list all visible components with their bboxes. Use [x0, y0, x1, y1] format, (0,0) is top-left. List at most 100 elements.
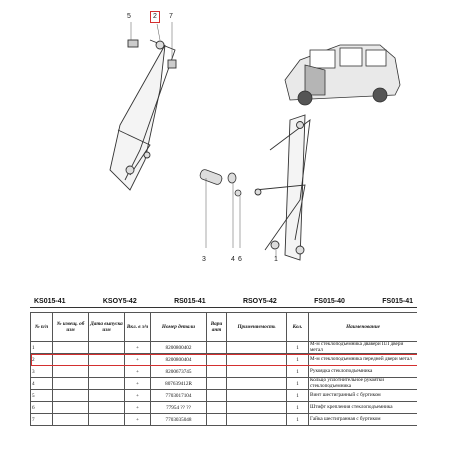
- part-number-cell: 8200800402: [150, 341, 207, 354]
- row-number: 4: [30, 377, 53, 390]
- name-cell: Гайка шестигранная с буртиком: [308, 413, 417, 426]
- col-header-date: Дата выпуска изм: [88, 312, 125, 342]
- table-row[interactable]: 6 + 77954 ?? ?? 1 Штифт крепления стекло…: [30, 401, 417, 414]
- callout-4: 4: [231, 256, 235, 263]
- model-code: FS015-40: [314, 298, 345, 305]
- callout-6: 6: [238, 256, 242, 263]
- row-number: 5: [30, 389, 53, 402]
- callout-2-highlighted: 2: [150, 11, 160, 23]
- variant-cell: [206, 377, 227, 390]
- car-illustration: [284, 44, 401, 106]
- applicability-cell: [226, 389, 287, 402]
- notice-cell: [52, 377, 89, 390]
- date-cell: [88, 401, 125, 414]
- part-number-cell: 807639412R: [150, 377, 207, 390]
- left-regulator: [109, 39, 177, 191]
- variant-cell: [206, 401, 227, 414]
- variant-cell: [206, 365, 227, 378]
- variant-cell: [206, 341, 227, 354]
- spare-cell: +: [124, 389, 151, 402]
- callout-3: 3: [202, 256, 206, 263]
- spare-cell: +: [124, 365, 151, 378]
- callout-1: 1: [274, 256, 278, 263]
- part-number-cell: 8200800404: [150, 353, 207, 366]
- applicability-cell: [226, 401, 287, 414]
- model-code: FS015-41: [382, 298, 413, 305]
- col-header-number: № п/п: [30, 312, 53, 342]
- row-number: 6: [30, 401, 53, 414]
- model-code: KSOY5-42: [102, 298, 137, 305]
- qty-cell: 1: [286, 401, 309, 414]
- col-header-part-number: Номер детали: [150, 312, 207, 342]
- table-row[interactable]: 3 + 8200673745 1 Рукоядка стеклоподъемни…: [30, 365, 417, 378]
- col-header-name: Наименование: [308, 312, 417, 342]
- spare-cell: +: [124, 353, 151, 366]
- applicability-cell: [226, 413, 287, 426]
- col-header-qty: Кол.: [286, 312, 309, 342]
- parts-table-section: KS015-41 KSOY5-42 RS015-41 RSOY5-42 FS01…: [30, 297, 417, 450]
- qty-cell: 1: [286, 353, 309, 366]
- notice-cell: [52, 389, 89, 402]
- name-cell: Кольцо уплотнительное рукоятки стеклопод…: [308, 377, 417, 390]
- notice-cell: [52, 341, 89, 354]
- part-number-cell: 77954 ?? ??: [150, 401, 207, 414]
- handle-parts: [199, 169, 242, 197]
- part-number-cell: 7703035048: [150, 413, 207, 426]
- row-number: 2: [30, 353, 53, 366]
- name-cell: М-м стеклоподъемника передней двери мета…: [308, 353, 417, 366]
- qty-cell: 1: [286, 365, 309, 378]
- model-code: RS015-41: [174, 298, 206, 305]
- applicability-cell: [226, 365, 287, 378]
- model-codes-row: KS015-41 KSOY5-42 RS015-41 RSOY5-42 FS01…: [30, 297, 417, 308]
- spare-cell: +: [124, 401, 151, 414]
- notice-cell: [52, 401, 89, 414]
- parts-diagram: 5 2 7 3 4 6 1: [109, 11, 401, 263]
- qty-cell: 1: [286, 341, 309, 354]
- col-header-variant: Вари ант: [206, 312, 227, 342]
- qty-cell: 1: [286, 389, 309, 402]
- applicability-cell: [226, 341, 287, 354]
- callout-7: 7: [169, 13, 173, 20]
- model-code: RSOY5-42: [242, 298, 277, 305]
- spare-cell: +: [124, 413, 151, 426]
- table-row-highlighted[interactable]: 2 + 8200800404 1 М-м стеклоподъемника пе…: [30, 353, 417, 366]
- notice-cell: [52, 365, 89, 378]
- notice-cell: [52, 353, 89, 366]
- callout-5: 5: [127, 13, 131, 20]
- spare-cell: +: [124, 377, 151, 390]
- table-row[interactable]: 4 + 807639412R 1 Кольцо уплотнительное р…: [30, 377, 417, 390]
- date-cell: [88, 353, 125, 366]
- row-number: 3: [30, 365, 53, 378]
- date-cell: [88, 413, 125, 426]
- table-row[interactable]: 1 + 8200800402 1 М-м стеклоподъемника дв…: [30, 341, 417, 354]
- name-cell: М-м стеклоподъемника двавери ПЛ двери ме…: [308, 341, 417, 354]
- variant-cell: [206, 389, 227, 402]
- col-header-notice: № извещ. об изм: [52, 312, 89, 342]
- date-cell: [88, 365, 125, 378]
- date-cell: [88, 389, 125, 402]
- name-cell: Штифт крепления стеклоподъемника: [308, 401, 417, 414]
- date-cell: [88, 341, 125, 354]
- qty-cell: 1: [286, 413, 309, 426]
- model-code: KS015-41: [34, 298, 66, 305]
- row-number: 7: [30, 413, 53, 426]
- col-header-spare: Вкл. в з/ч: [124, 312, 151, 342]
- row-number: 1: [30, 341, 53, 354]
- table-row[interactable]: 7 + 7703035048 1 Гайка шестигранная с бу…: [30, 413, 417, 426]
- parts-table: № п/п № извещ. об изм Дата выпуска изм В…: [30, 312, 417, 426]
- right-regulator: [254, 114, 311, 261]
- applicability-cell: [226, 377, 287, 390]
- table-header-row: № п/п № извещ. об изм Дата выпуска изм В…: [30, 312, 417, 342]
- spare-cell: +: [124, 341, 151, 354]
- name-cell: Рукоядка стеклоподъемника: [308, 365, 417, 378]
- table-row[interactable]: 5 + 7703017104 1 Винт шестигранный с бур…: [30, 389, 417, 402]
- name-cell: Винт шестигранный с буртиком: [308, 389, 417, 402]
- variant-cell: [206, 413, 227, 426]
- part-number-cell: 8200673745: [150, 365, 207, 378]
- qty-cell: 1: [286, 377, 309, 390]
- part-number-cell: 7703017104: [150, 389, 207, 402]
- variant-cell: [206, 353, 227, 366]
- applicability-cell: [226, 353, 287, 366]
- date-cell: [88, 377, 125, 390]
- notice-cell: [52, 413, 89, 426]
